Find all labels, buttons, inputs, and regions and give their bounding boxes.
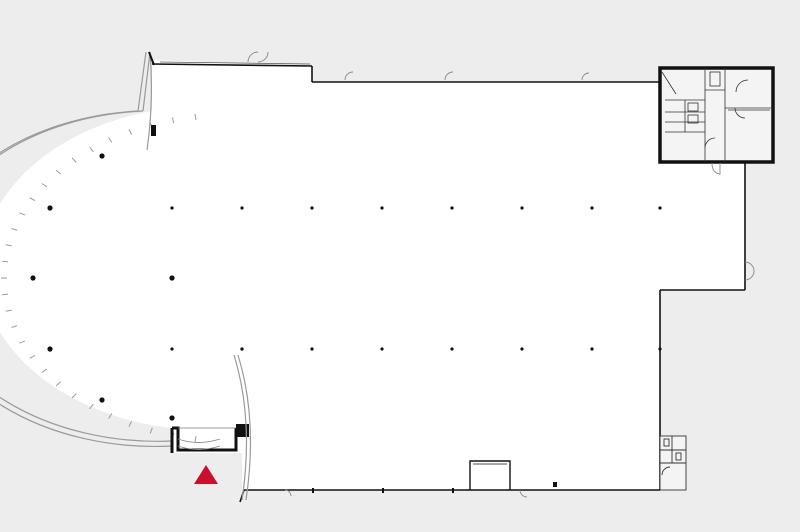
glazing-mullion — [19, 212, 26, 216]
column-dot — [169, 415, 175, 421]
column-dot — [47, 346, 53, 352]
north-glazed-wall — [137, 51, 153, 151]
glazing-mullion — [89, 403, 94, 410]
north-walls — [151, 63, 660, 83]
glazing-outer-line — [0, 110, 173, 448]
glazing-mullion — [171, 117, 175, 124]
glazing-mullion — [11, 325, 18, 328]
glazing-mullion — [41, 183, 48, 188]
glazing-mullion — [19, 340, 26, 344]
glazing-mullion — [71, 157, 77, 163]
column-dot — [658, 347, 662, 351]
toilet-block — [659, 435, 687, 491]
curved-glazing-facade — [0, 110, 173, 448]
column-dot — [310, 347, 314, 351]
glazing-mullion — [89, 146, 94, 153]
glazing-mullion — [55, 169, 62, 175]
column-dot — [520, 347, 524, 351]
south-walls — [239, 489, 660, 503]
glazing-mullion — [5, 244, 12, 247]
glazing-mullion — [108, 413, 113, 419]
column-dot — [450, 206, 454, 210]
column-dot — [590, 347, 594, 351]
glazing-mullion — [128, 421, 133, 427]
glazing-mullion — [108, 137, 113, 143]
service-core — [658, 66, 775, 164]
structural-columns — [30, 153, 662, 421]
south-door-swings — [284, 489, 528, 498]
glazing-mullion — [2, 293, 9, 296]
glazing-mullion — [128, 129, 133, 135]
glazing-mullion — [29, 197, 36, 202]
column-dot — [30, 275, 36, 281]
column-dot — [450, 347, 454, 351]
glazing-mullion — [29, 354, 36, 359]
north-door-swings — [247, 51, 590, 81]
glazing-mullion — [194, 113, 197, 121]
column-dot — [170, 206, 174, 210]
loading-dock — [469, 460, 511, 490]
north-wall-stub — [148, 51, 155, 66]
glazing-inner-line — [0, 110, 173, 442]
column-dot — [170, 347, 174, 351]
south-wall-stubs — [312, 482, 557, 493]
glazing-mullion — [149, 427, 153, 434]
core-exterior-door — [711, 162, 721, 175]
glazing-mullion — [41, 368, 48, 373]
glazing-mullion — [5, 309, 12, 312]
glazing-mullion — [11, 228, 18, 231]
column-dot — [380, 206, 384, 210]
column-dot — [99, 397, 105, 403]
column-dot — [169, 275, 175, 281]
glazing-mullion — [194, 435, 197, 443]
floor-slab — [0, 60, 745, 490]
column-dot — [47, 205, 53, 211]
column-dot — [240, 206, 244, 210]
column-dot — [310, 206, 314, 210]
column-dot — [520, 206, 524, 210]
pillar-block — [151, 125, 156, 136]
entrance-glass-canopy — [233, 354, 252, 501]
glazing-mullion — [71, 393, 77, 399]
glazing-mullion — [2, 260, 9, 263]
column-dot — [590, 206, 594, 210]
column-dot — [99, 153, 105, 159]
north-canopy-line — [159, 61, 311, 65]
east-door — [744, 261, 755, 281]
column-dot — [380, 347, 384, 351]
red-triangle-icon — [194, 465, 218, 484]
column-dot — [240, 347, 244, 351]
glazing-mullion — [55, 381, 62, 387]
column-dot — [658, 206, 662, 210]
